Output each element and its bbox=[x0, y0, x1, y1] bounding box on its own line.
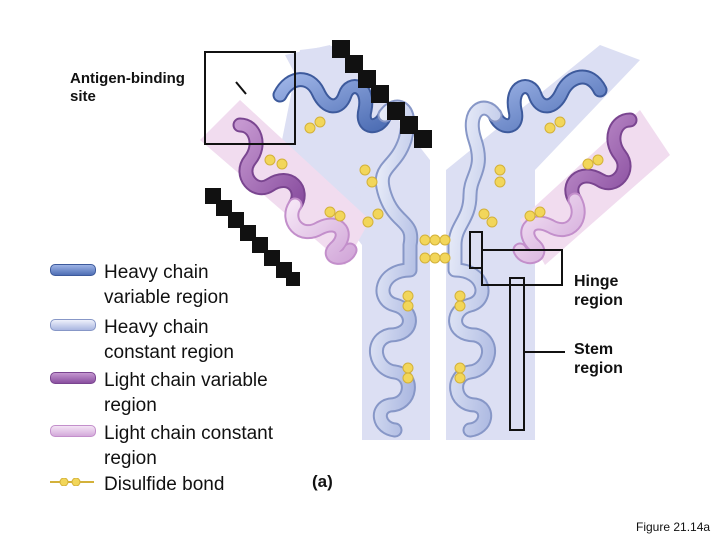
stem-region-label: Stem region bbox=[574, 341, 623, 378]
disulfide-bond-stem-left-2 bbox=[402, 362, 414, 384]
legend-label: Heavy chain variable region bbox=[104, 262, 229, 308]
disulfide-bond-right-arm-3 bbox=[494, 164, 506, 188]
disulfide-bonds bbox=[264, 116, 604, 384]
legend-item-light-variable: Light chain variable region bbox=[50, 368, 320, 420]
heavy-constant-swatch bbox=[50, 319, 96, 331]
left-light-chain bbox=[232, 117, 358, 265]
stem-region-box bbox=[509, 277, 525, 431]
left-heavy-chain bbox=[272, 72, 419, 438]
figure-caption: Figure 21.14a bbox=[636, 520, 711, 534]
disulfide-bond-stem-right-1 bbox=[454, 290, 466, 312]
panel-label: (a) bbox=[312, 472, 333, 491]
antigen-binding-site-label: Antigen-binding site bbox=[70, 70, 185, 105]
antigen-binding-site-box bbox=[204, 51, 296, 145]
disulfide-bond-right-arm-1 bbox=[544, 116, 566, 134]
legend-item-heavy-variable: Heavy chain variable region bbox=[50, 260, 320, 312]
legend-label: Heavy chain constant region bbox=[104, 317, 234, 363]
light-constant-swatch bbox=[50, 425, 96, 437]
callout-lines bbox=[204, 51, 565, 431]
legend-label: Disulfide bond bbox=[104, 474, 225, 495]
disulfide-bond-left-arm-5 bbox=[362, 208, 384, 228]
light-variable-swatch bbox=[50, 372, 96, 384]
right-heavy-chain bbox=[447, 69, 608, 438]
decorative-hatching-top bbox=[332, 40, 432, 148]
legend-label: Light chain constant region bbox=[104, 423, 274, 469]
heavy-variable-swatch bbox=[50, 264, 96, 276]
legend-item-disulfide: Disulfide bond bbox=[50, 472, 320, 498]
disulfide-bond-stem-left-1 bbox=[402, 290, 414, 312]
disulfide-bond-right-arm-2 bbox=[582, 154, 604, 170]
decorative-hatching-left bbox=[205, 188, 300, 286]
right-heavy-band bbox=[446, 45, 640, 440]
hinge-region-label: Hinge region bbox=[574, 273, 623, 310]
hinge-region-leader bbox=[481, 249, 563, 286]
antigen-binding-leader bbox=[235, 81, 247, 95]
legend-item-light-constant: Light chain constant region bbox=[50, 421, 320, 473]
disulfide-bond-left-arm-2 bbox=[264, 154, 288, 170]
right-light-chain bbox=[512, 112, 638, 265]
legend-item-heavy-constant: Heavy chain constant region bbox=[50, 315, 320, 367]
disulfide-bond-right-arm-4 bbox=[524, 206, 546, 222]
disulfide-bond-left-arm-4 bbox=[324, 206, 346, 222]
disulfide-bond-hinge-upper bbox=[419, 234, 451, 246]
disulfide-bond-left-arm-1 bbox=[304, 116, 326, 134]
disulfide-bond-left-arm-3 bbox=[359, 164, 378, 188]
disulfide-bond-hinge-lower bbox=[419, 252, 451, 264]
legend-label: Light chain variable region bbox=[104, 370, 268, 416]
disulfide-bond-stem-right-2 bbox=[454, 362, 466, 384]
disulfide-bond-icon bbox=[50, 478, 94, 486]
disulfide-bond-right-arm-5 bbox=[478, 208, 498, 228]
